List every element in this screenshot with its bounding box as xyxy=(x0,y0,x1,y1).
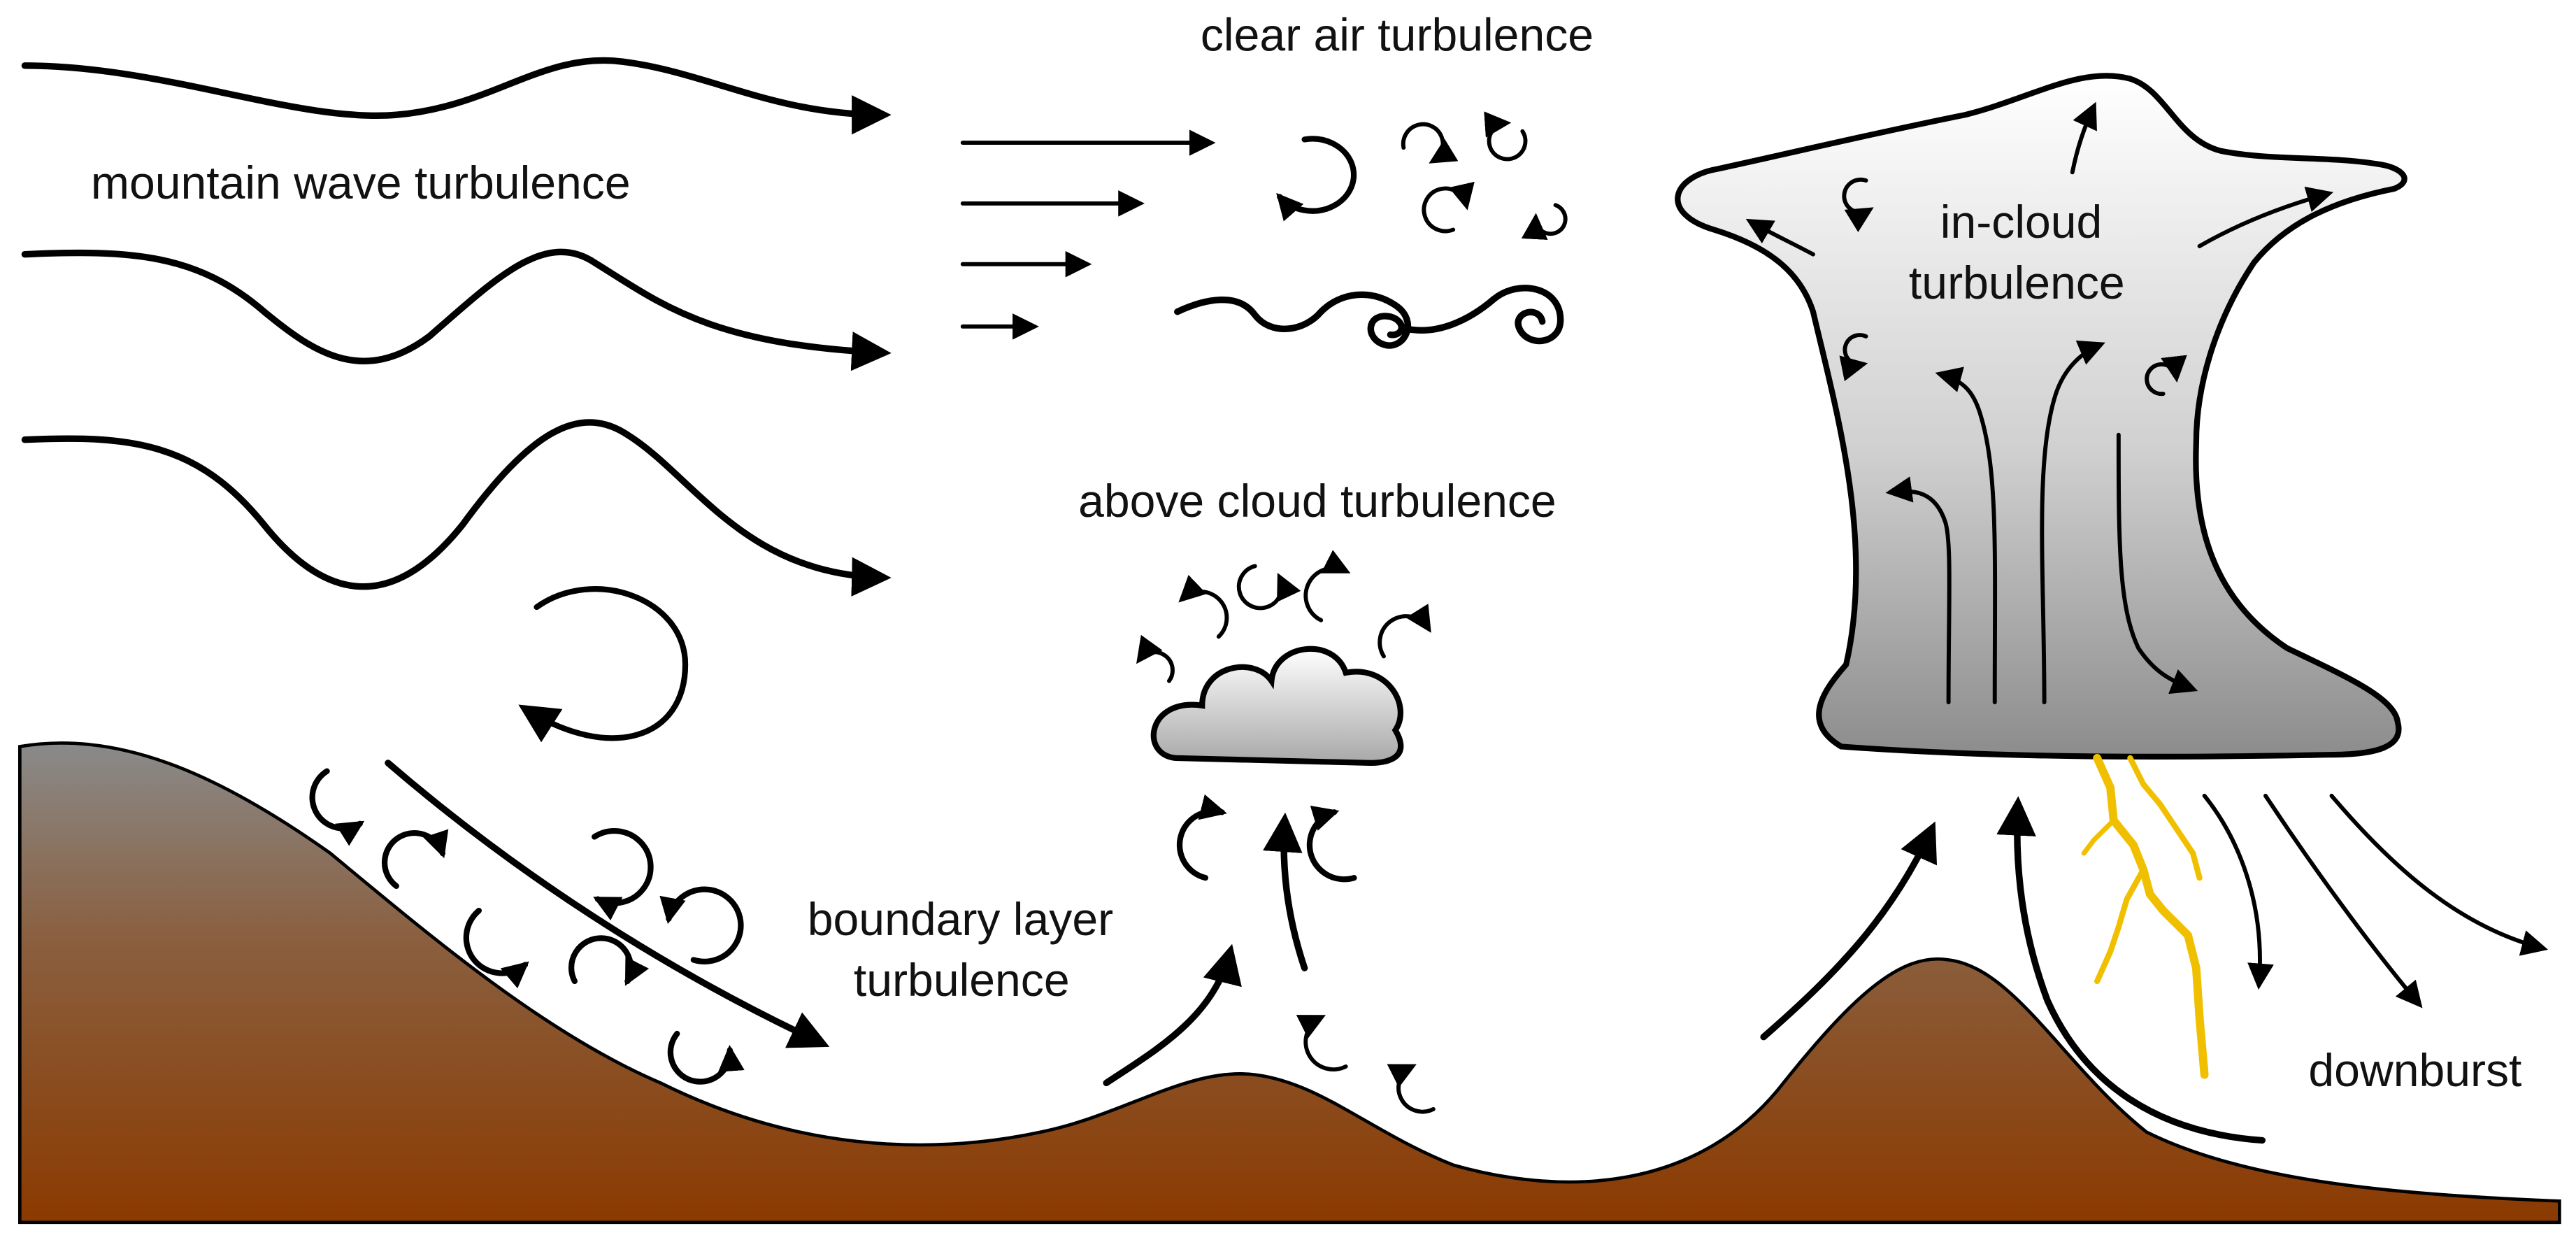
label-downburst: downburst xyxy=(2308,1044,2521,1096)
cumulonimbus-cloud xyxy=(1675,73,2407,760)
small-cumulus-cloud xyxy=(1150,646,1404,767)
label-boundary-layer-line1: boundary layer xyxy=(808,893,1113,945)
in-cloud-flows xyxy=(1745,101,2334,705)
boundary-layer-eddies xyxy=(309,586,1436,1114)
label-mountain-wave-turbulence: mountain wave turbulence xyxy=(91,157,631,208)
mountain-wave-flows xyxy=(21,57,892,597)
above-cloud-eddies xyxy=(1103,550,1431,1087)
label-above-cloud-turbulence: above cloud turbulence xyxy=(1078,475,1557,527)
label-clear-air-turbulence: clear air turbulence xyxy=(1201,9,1594,61)
clear-air-shear-arrows xyxy=(960,129,1216,340)
label-boundary-layer-line2: turbulence xyxy=(854,954,1070,1006)
lightning-bolt xyxy=(2081,754,2209,1079)
downburst-flows xyxy=(1760,793,2549,1144)
clear-air-eddies xyxy=(1174,111,1568,349)
terrain xyxy=(17,741,2561,1225)
label-in-cloud-line2: turbulence xyxy=(1909,257,2125,308)
label-in-cloud-line1: in-cloud xyxy=(1940,196,2103,248)
